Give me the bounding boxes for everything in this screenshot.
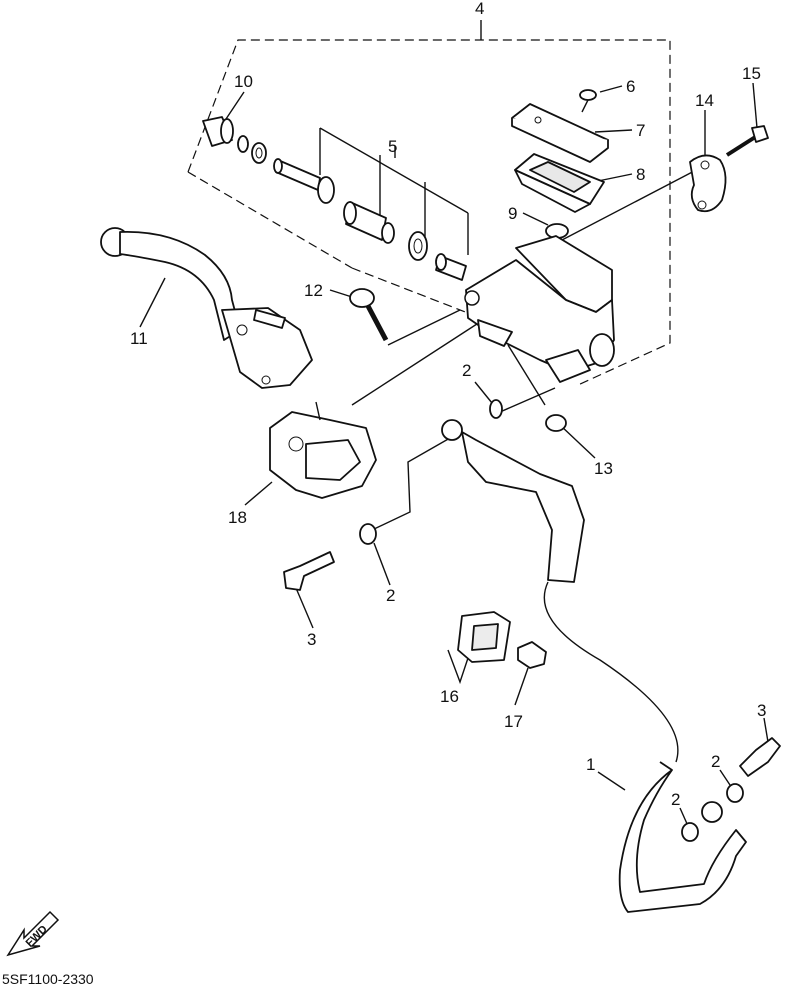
part-17-screw [517, 641, 547, 669]
part-code: 5SF1100-2330 [2, 971, 94, 986]
callout-16: 16 [440, 687, 459, 706]
callout-4: 4 [475, 0, 484, 18]
callout-14: 14 [695, 91, 714, 110]
part-18-switch-bracket [269, 401, 377, 499]
part-7-reservoir-cap [511, 103, 609, 163]
callout-8: 8 [636, 165, 645, 184]
callout-10: 10 [234, 72, 253, 91]
callout-2-middle: 2 [386, 586, 395, 605]
callout-11: 11 [130, 329, 148, 348]
part-14-holder-clamp [689, 154, 727, 213]
callout-1: 1 [586, 755, 595, 774]
part-3-union-bolts [283, 551, 781, 777]
callout-5: 5 [388, 137, 397, 156]
callout-13: 13 [594, 459, 613, 478]
part-6-screw [579, 89, 597, 113]
callout-2-lower: 2 [671, 790, 680, 809]
callout-17: 17 [504, 712, 523, 731]
callout-9: 9 [508, 204, 517, 223]
callout-labels: 4 10 6 15 14 7 5 8 9 12 11 2 13 18 2 3 1… [130, 0, 766, 809]
callout-7: 7 [636, 121, 645, 140]
master-cylinder-body [464, 235, 615, 383]
part-15-bolt [725, 125, 769, 157]
part-2-washers [359, 399, 744, 842]
callout-2-right: 2 [711, 752, 720, 771]
part-5-piston-kit [273, 158, 467, 281]
callout-2-upper: 2 [462, 361, 471, 380]
callout-18: 18 [228, 508, 247, 527]
assembly-boundary [187, 39, 671, 386]
callout-3-upper: 3 [307, 630, 316, 649]
part-1-clutch-hose [441, 419, 747, 913]
part-12-pivot-bolt [349, 288, 389, 342]
callout-12: 12 [304, 281, 323, 300]
part-8-diaphragm [514, 153, 605, 213]
fwd-arrow: FWD [6, 910, 60, 957]
callout-15: 15 [742, 64, 761, 83]
part-11-clutch-lever [100, 227, 313, 389]
part-16-clutch-switch [457, 611, 511, 663]
part-13-nut [545, 414, 567, 432]
callout-6: 6 [626, 77, 635, 96]
part-10-dust-boot [202, 116, 267, 164]
callout-3-lower: 3 [757, 701, 766, 720]
leader-lines [139, 20, 769, 827]
